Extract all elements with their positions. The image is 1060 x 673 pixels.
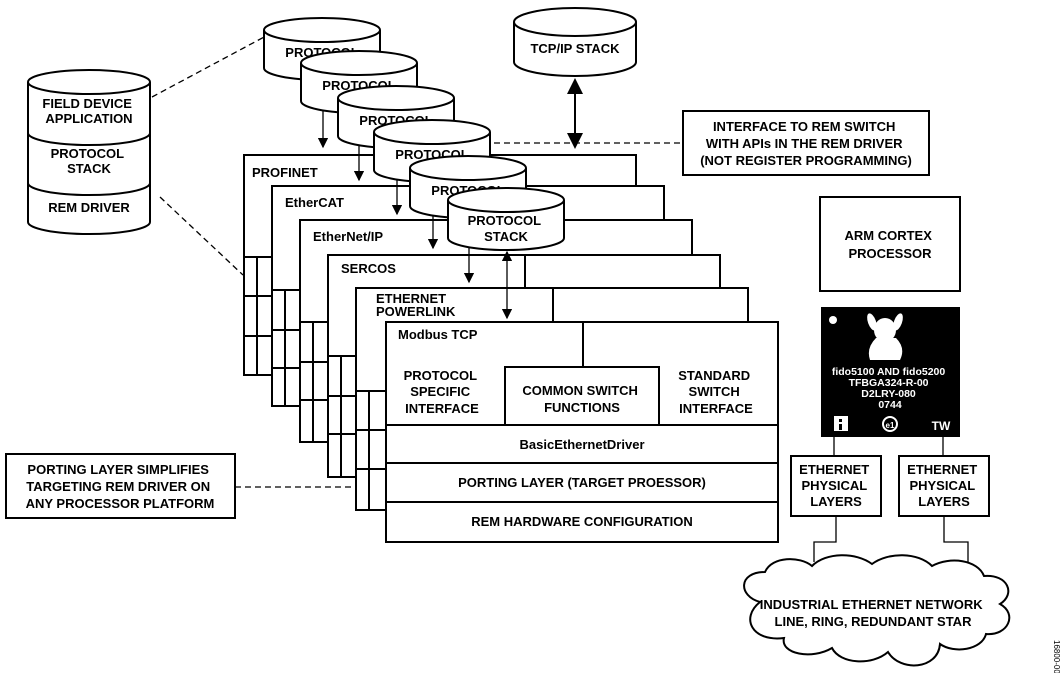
- ethernet-phy-1: ETHERNET PHYSICAL LAYERS: [790, 437, 882, 517]
- svg-text:INDUSTRIAL ETHERNET NETWORK: INDUSTRIAL ETHERNET NETWORK LINE, RING, …: [760, 597, 987, 629]
- e1-logo-icon: e1: [882, 416, 898, 432]
- layer-label-ethercat: EtherCAT: [285, 195, 344, 210]
- tcpip-stack-cylinder: TCP/IP STACK: [513, 7, 637, 149]
- protocol-cylinders: PROTOCOL PROTOCOL PROTOCOL PROTOCOL PROT…: [263, 17, 565, 320]
- interface-note: INTERFACE TO REM SWITCH WITH APIs IN THE…: [682, 110, 930, 176]
- fido-chip: fido5100 AND fido5200 TFBGA324-R-00 D2LR…: [821, 307, 960, 437]
- phy-network-links: [813, 516, 969, 562]
- layer-label-profinet: PROFINET: [252, 165, 318, 180]
- porting-layer: PORTING LAYER (TARGET PROESSOR): [458, 475, 706, 490]
- svg-text:ARM CORTEX PROCESSOR: ARM CORTEX PROCESSOR: [844, 228, 935, 261]
- svg-text:ETHERNET PHYSICAL: ETHERNET PHYSICAL LAYERS: [907, 462, 981, 509]
- svg-text:ETHERNET PHYSICAL: ETHERNET PHYSICAL LAYERS: [799, 462, 873, 509]
- layer-label-modbus: Modbus TCP: [398, 327, 478, 342]
- industrial-ethernet-cloud: INDUSTRIAL ETHERNET NETWORK LINE, RING, …: [743, 554, 1011, 667]
- layer-label-sercos: SERCOS: [341, 261, 396, 276]
- svg-text:PROTOCOL STACK: PROTOCOL STACK: [468, 213, 545, 244]
- basic-ethernet-driver: BasicEthernetDriver: [520, 437, 645, 452]
- common-switch-functions: COMMON SWITCH FUNCTIONS: [522, 383, 641, 415]
- layer-label-ethernetip: EtherNet/IP: [313, 229, 383, 244]
- layer-modbus-tcp: Modbus TCP PROTOCOL SPECIFIC INTERFACE C…: [385, 321, 779, 543]
- figure-id: 16800-008: [1052, 640, 1060, 673]
- svg-text:fido5100 AND fido5200 TF: fido5100 AND fido5200 TFBGA324-R-00 D2LR…: [832, 366, 948, 411]
- standard-switch-interface: STANDARD SWITCH INTERFACE: [678, 368, 754, 416]
- tw-logo: TW: [932, 419, 951, 433]
- protocol-stack-cylinder-front: PROTOCOL STACK: [447, 187, 565, 251]
- svg-text:PORTING LAYER SIMPLIFIES: PORTING LAYER SIMPLIFIES TARGETING REM D…: [26, 462, 215, 511]
- ethernet-phy-2: ETHERNET PHYSICAL LAYERS: [898, 437, 990, 517]
- left-protocol-stack: PROTOCOL STACK: [51, 146, 128, 176]
- svg-text:e1: e1: [886, 421, 895, 430]
- svg-text:INTERFACE TO REM SWITCH: INTERFACE TO REM SWITCH WITH APIs IN THE…: [700, 119, 912, 168]
- arm-cortex-processor: ARM CORTEX PROCESSOR: [819, 196, 961, 292]
- svg-text:TCP/IP STACK: TCP/IP STACK: [530, 41, 620, 56]
- pin1-dot-icon: [829, 316, 837, 324]
- field-device-application: FIELD DEVICE APPLICATION: [42, 96, 135, 126]
- rem-hardware-configuration: REM HARDWARE CONFIGURATION: [471, 514, 692, 529]
- porting-note: PORTING LAYER SIMPLIFIES TARGETING REM D…: [5, 453, 236, 519]
- left-software-stack: FIELD DEVICE APPLICATION PROTOCOL STACK …: [27, 69, 151, 235]
- rem-driver: REM DRIVER: [48, 200, 130, 215]
- protocol-specific-interface: PROTOCOL SPECIFIC INTERFACE: [404, 368, 481, 416]
- dog-logo-icon: [867, 313, 903, 360]
- adi-logo-icon: [834, 416, 848, 431]
